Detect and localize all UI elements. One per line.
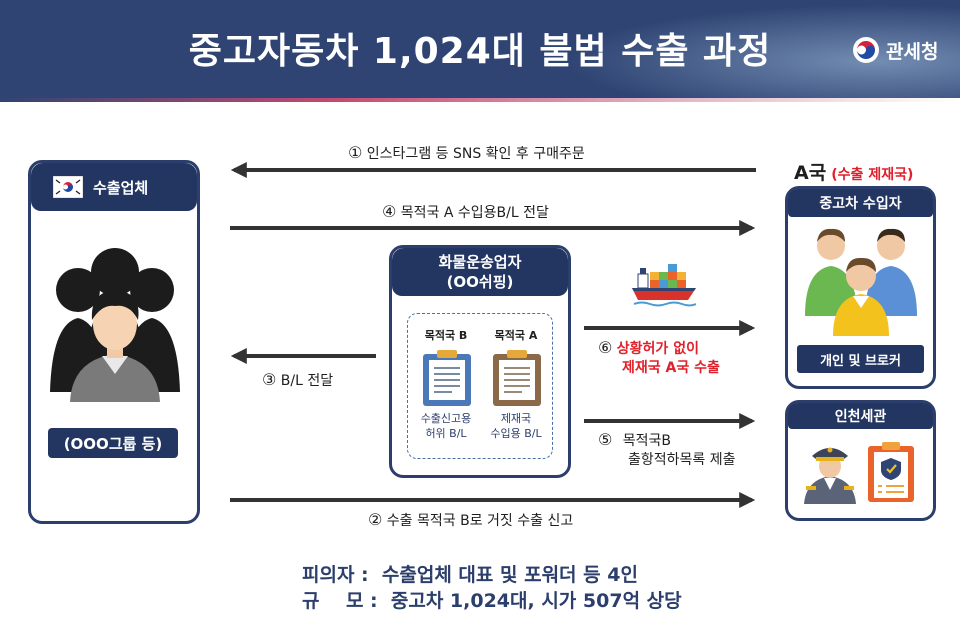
step2-label: ② 수출 목적국 B로 거짓 수출 신고 [368, 510, 573, 530]
exporter-title: 수출업체 [93, 178, 149, 197]
customs-officer-icon [804, 447, 856, 504]
inspection-clipboard-icon [868, 442, 914, 502]
forwarder-docs-box [407, 313, 553, 459]
forwarder-title-line2: (OO쉬핑) [446, 273, 514, 291]
step4-text: 목적국 A 수입용B/L 전달 [400, 205, 549, 221]
step3-number: ③ [262, 370, 277, 389]
header-glow [540, 0, 960, 102]
taegeuk-logo-icon [853, 37, 879, 63]
customs-title: 인천세관 [834, 409, 887, 425]
exporter-subtitle-pill: (OOO그룹 등) [48, 428, 178, 458]
step4-number: ④ [382, 202, 397, 221]
doc-b-label-line1: 수출신고용 [420, 412, 472, 425]
step1-number: ① [348, 143, 363, 162]
importer-subtitle: 개인 및 브로커 [820, 353, 901, 369]
step5-label: ⑤ 목적국B 출항적하목록 제출 [598, 430, 736, 470]
header-band [0, 98, 960, 102]
step6-number: ⑥ [598, 338, 613, 357]
exporter-people-icon [50, 248, 180, 402]
page-title: 중고자동차 1,024대 불법 수출 과정 [188, 31, 772, 72]
logo-label: 관세청 [886, 40, 939, 63]
footer-scale: 규 모 : 중고차 1,024대, 시가 507억 상당 [302, 590, 682, 612]
doc-b-label-line2: 허위 B/L [425, 427, 467, 440]
step1-label: ① 인스타그램 등 SNS 확인 후 구매주문 [348, 143, 585, 163]
step6-line1: 상황허가 없이 [616, 341, 699, 357]
doc-b-label: 수출신고용 허위 B/L [412, 411, 480, 441]
footer-suspects: 피의자 : 수출업체 대표 및 포워더 등 4인 [302, 564, 638, 586]
importer-subtitle-pill: 개인 및 브로커 [797, 345, 924, 373]
cargo-ship-icon [632, 264, 696, 307]
step2-text: 수출 목적국 B로 거짓 수출 신고 [386, 513, 574, 529]
importer-people-icon [805, 228, 917, 336]
exporter-title-pill: 수출업체 [31, 163, 197, 211]
doc-a-clipboard-icon [493, 350, 541, 406]
step6-label: ⑥ 상황허가 없이 제재국 A국 수출 [598, 338, 720, 378]
country-a-name: A국 [794, 162, 827, 184]
doc-a-heading: 목적국 A [494, 329, 538, 342]
step5-line2: 출항적하목록 제출 [628, 452, 736, 468]
step2-number: ② [368, 510, 383, 529]
step5-number: ⑤ [598, 430, 613, 449]
forwarder-title-pill: 화물운송업자 (OO쉬핑) [392, 248, 568, 296]
country-a-note: (수출 제재국) [831, 167, 914, 183]
header-banner [0, 0, 960, 102]
step6-line2: 제재국 A국 수출 [622, 360, 720, 376]
forwarder-title-line1: 화물운송업자 [438, 253, 522, 271]
country-a-label: A국 (수출 제재국) [794, 158, 913, 185]
doc-b-heading: 목적국 B [424, 329, 468, 342]
doc-b-clipboard-icon [423, 350, 471, 406]
step3-text: B/L 전달 [280, 373, 334, 389]
doc-a-label-line1: 제재국 [500, 412, 532, 425]
step5-line1: 목적국B [622, 433, 672, 449]
step4-label: ④ 목적국 A 수입용B/L 전달 [382, 202, 549, 222]
customs-title-pill: 인천세관 [788, 403, 933, 429]
step1-text: 인스타그램 등 SNS 확인 후 구매주문 [366, 146, 585, 162]
exporter-subtitle: (OOO그룹 등) [63, 434, 163, 453]
korea-flag-icon [53, 176, 83, 198]
doc-a-label-line2: 수입용 B/L [490, 427, 542, 440]
importer-title-pill: 중고차 수입자 [788, 189, 933, 217]
importer-title: 중고차 수입자 [819, 196, 902, 212]
customs-logo[interactable]: 관세청 [852, 32, 952, 68]
step3-label: ③ B/L 전달 [262, 370, 333, 390]
doc-a-label: 제재국 수입용 B/L [482, 411, 550, 441]
